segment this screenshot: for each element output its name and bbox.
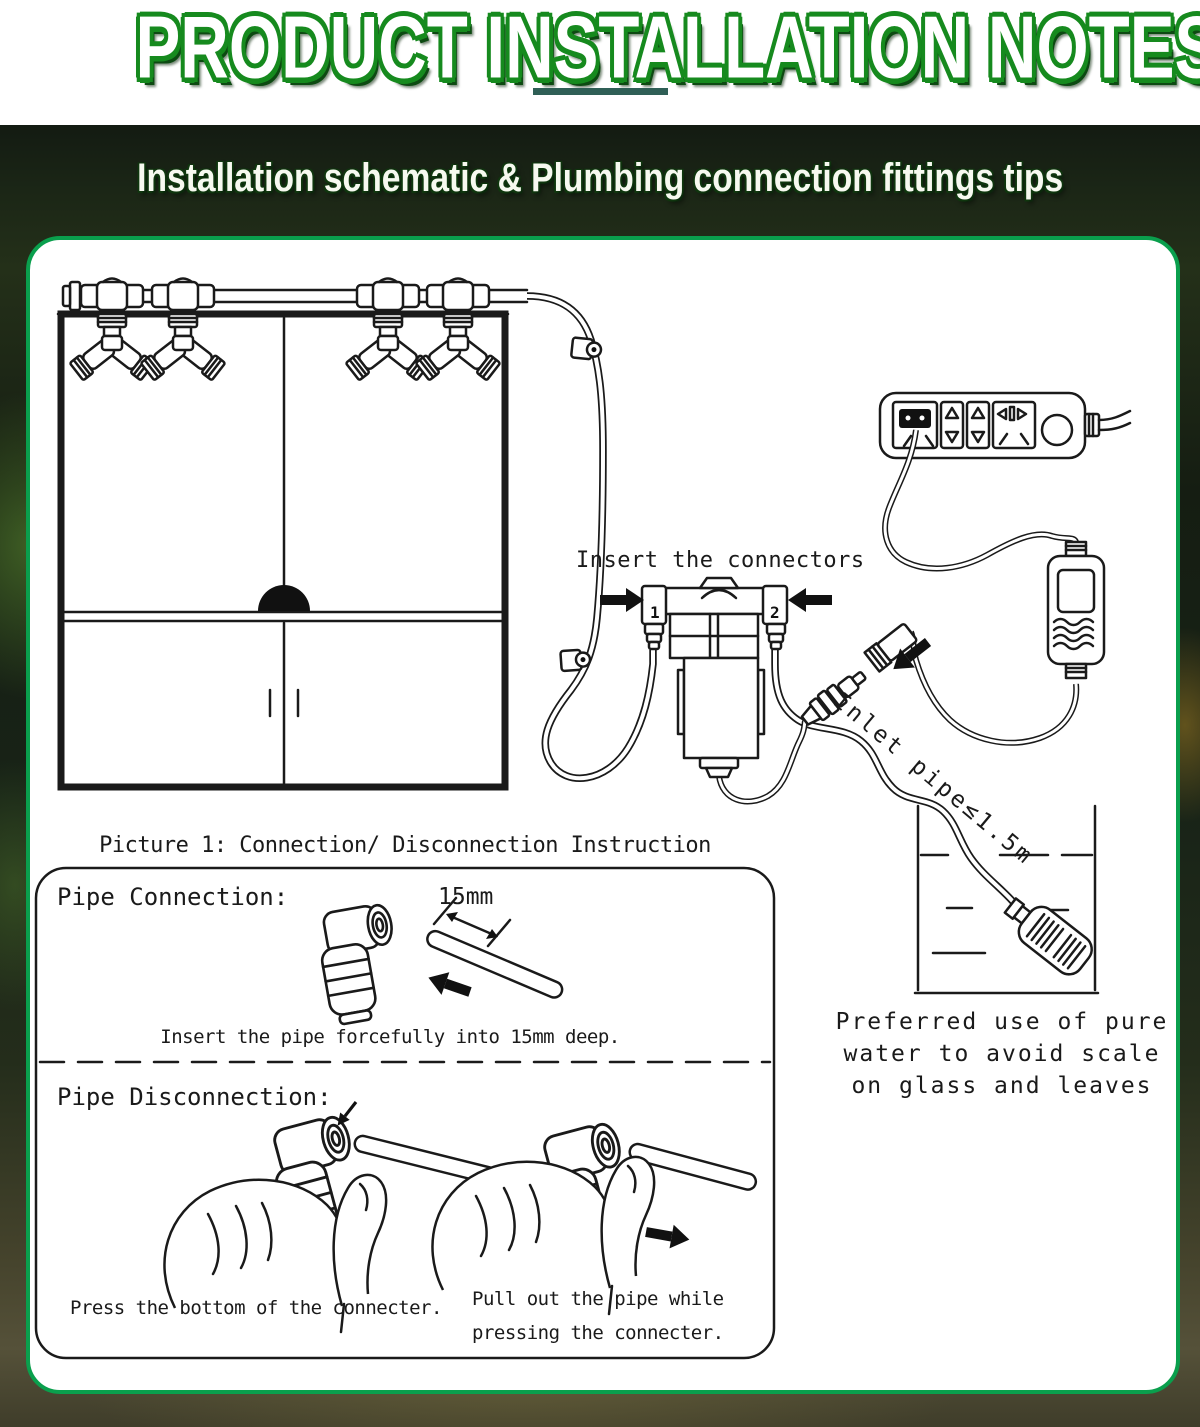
manifold-end-cap	[68, 280, 82, 312]
picture1-caption: Picture 1: Connection/ Disconnection Ins…	[99, 833, 711, 858]
insert-arrow-right	[788, 588, 832, 612]
socket-3	[965, 400, 991, 450]
tube-clip	[569, 336, 604, 362]
tee-fitting	[79, 277, 145, 312]
connection-note: Insert the pipe forcefully into 15mm dee…	[160, 1026, 620, 1048]
mist-nozzle	[344, 312, 432, 382]
insert-connectors-label: Insert the connectors	[576, 548, 865, 573]
dc-male-plug	[800, 671, 867, 726]
pump-port-label-2: 2	[770, 603, 780, 622]
tee-fitting	[355, 277, 421, 312]
pull-note-line2: pressing the connecter.	[472, 1322, 724, 1344]
mist-nozzle	[139, 312, 227, 382]
inlet-filter	[1003, 897, 1093, 976]
subtitle-text: Installation schematic & Plumbing connec…	[137, 156, 1063, 200]
water-pump: 1 2	[600, 576, 832, 779]
instruction-box	[34, 866, 776, 1360]
press-note: Press the bottom of the connecter.	[70, 1297, 442, 1319]
pipe-piece	[628, 1142, 758, 1191]
inlet-pipe	[771, 648, 1032, 924]
pump-power-cord	[716, 720, 808, 805]
dimension-label: 15mm	[438, 884, 494, 910]
misting-manifold	[61, 277, 529, 382]
socket-2	[939, 400, 965, 450]
terrarium-cabinet	[56, 310, 510, 791]
pure-water-note-line3: on glass and leaves	[851, 1073, 1153, 1099]
pure-water-note-line1: Preferred use of pure	[835, 1009, 1169, 1035]
subtitle: Installation schematic & Plumbing connec…	[0, 152, 1200, 204]
title-underline	[533, 88, 668, 95]
page-title: PRODUCT INSTALLATION NOTES	[0, 2, 1200, 92]
dc-female-socket	[863, 623, 918, 673]
controller	[908, 540, 1106, 746]
disconnection-illustration-right	[431, 1118, 758, 1316]
power-strip-button	[1040, 413, 1074, 447]
insert-arrow-left	[600, 588, 644, 612]
pipe-piece	[426, 929, 564, 999]
tee-fitting	[425, 277, 491, 312]
page-title-text: PRODUCT INSTALLATION NOTES	[135, 0, 1200, 97]
cabinet-vent-dome	[258, 585, 310, 611]
tee-fitting	[150, 277, 216, 312]
water-tank	[913, 804, 1100, 995]
mist-nozzle	[68, 312, 156, 382]
pipe-disconnection-heading: Pipe Disconnection:	[57, 1083, 332, 1111]
dc-connectors	[800, 623, 936, 726]
mist-nozzle	[414, 312, 502, 382]
pump-port-label-1: 1	[650, 603, 660, 622]
power-strip	[878, 391, 1132, 572]
pure-water-note: Preferred use of pure water to avoid sca…	[826, 1006, 1178, 1102]
supply-tube	[526, 292, 657, 782]
pure-water-note-line2: water to avoid scale	[843, 1041, 1161, 1067]
pipe-connection-heading: Pipe Connection:	[57, 883, 289, 911]
controller-screen	[1056, 568, 1096, 614]
connection-illustration	[312, 896, 564, 1028]
plug-in-socket	[899, 409, 931, 428]
pull-note-line1: Pull out the pipe while	[472, 1288, 724, 1310]
